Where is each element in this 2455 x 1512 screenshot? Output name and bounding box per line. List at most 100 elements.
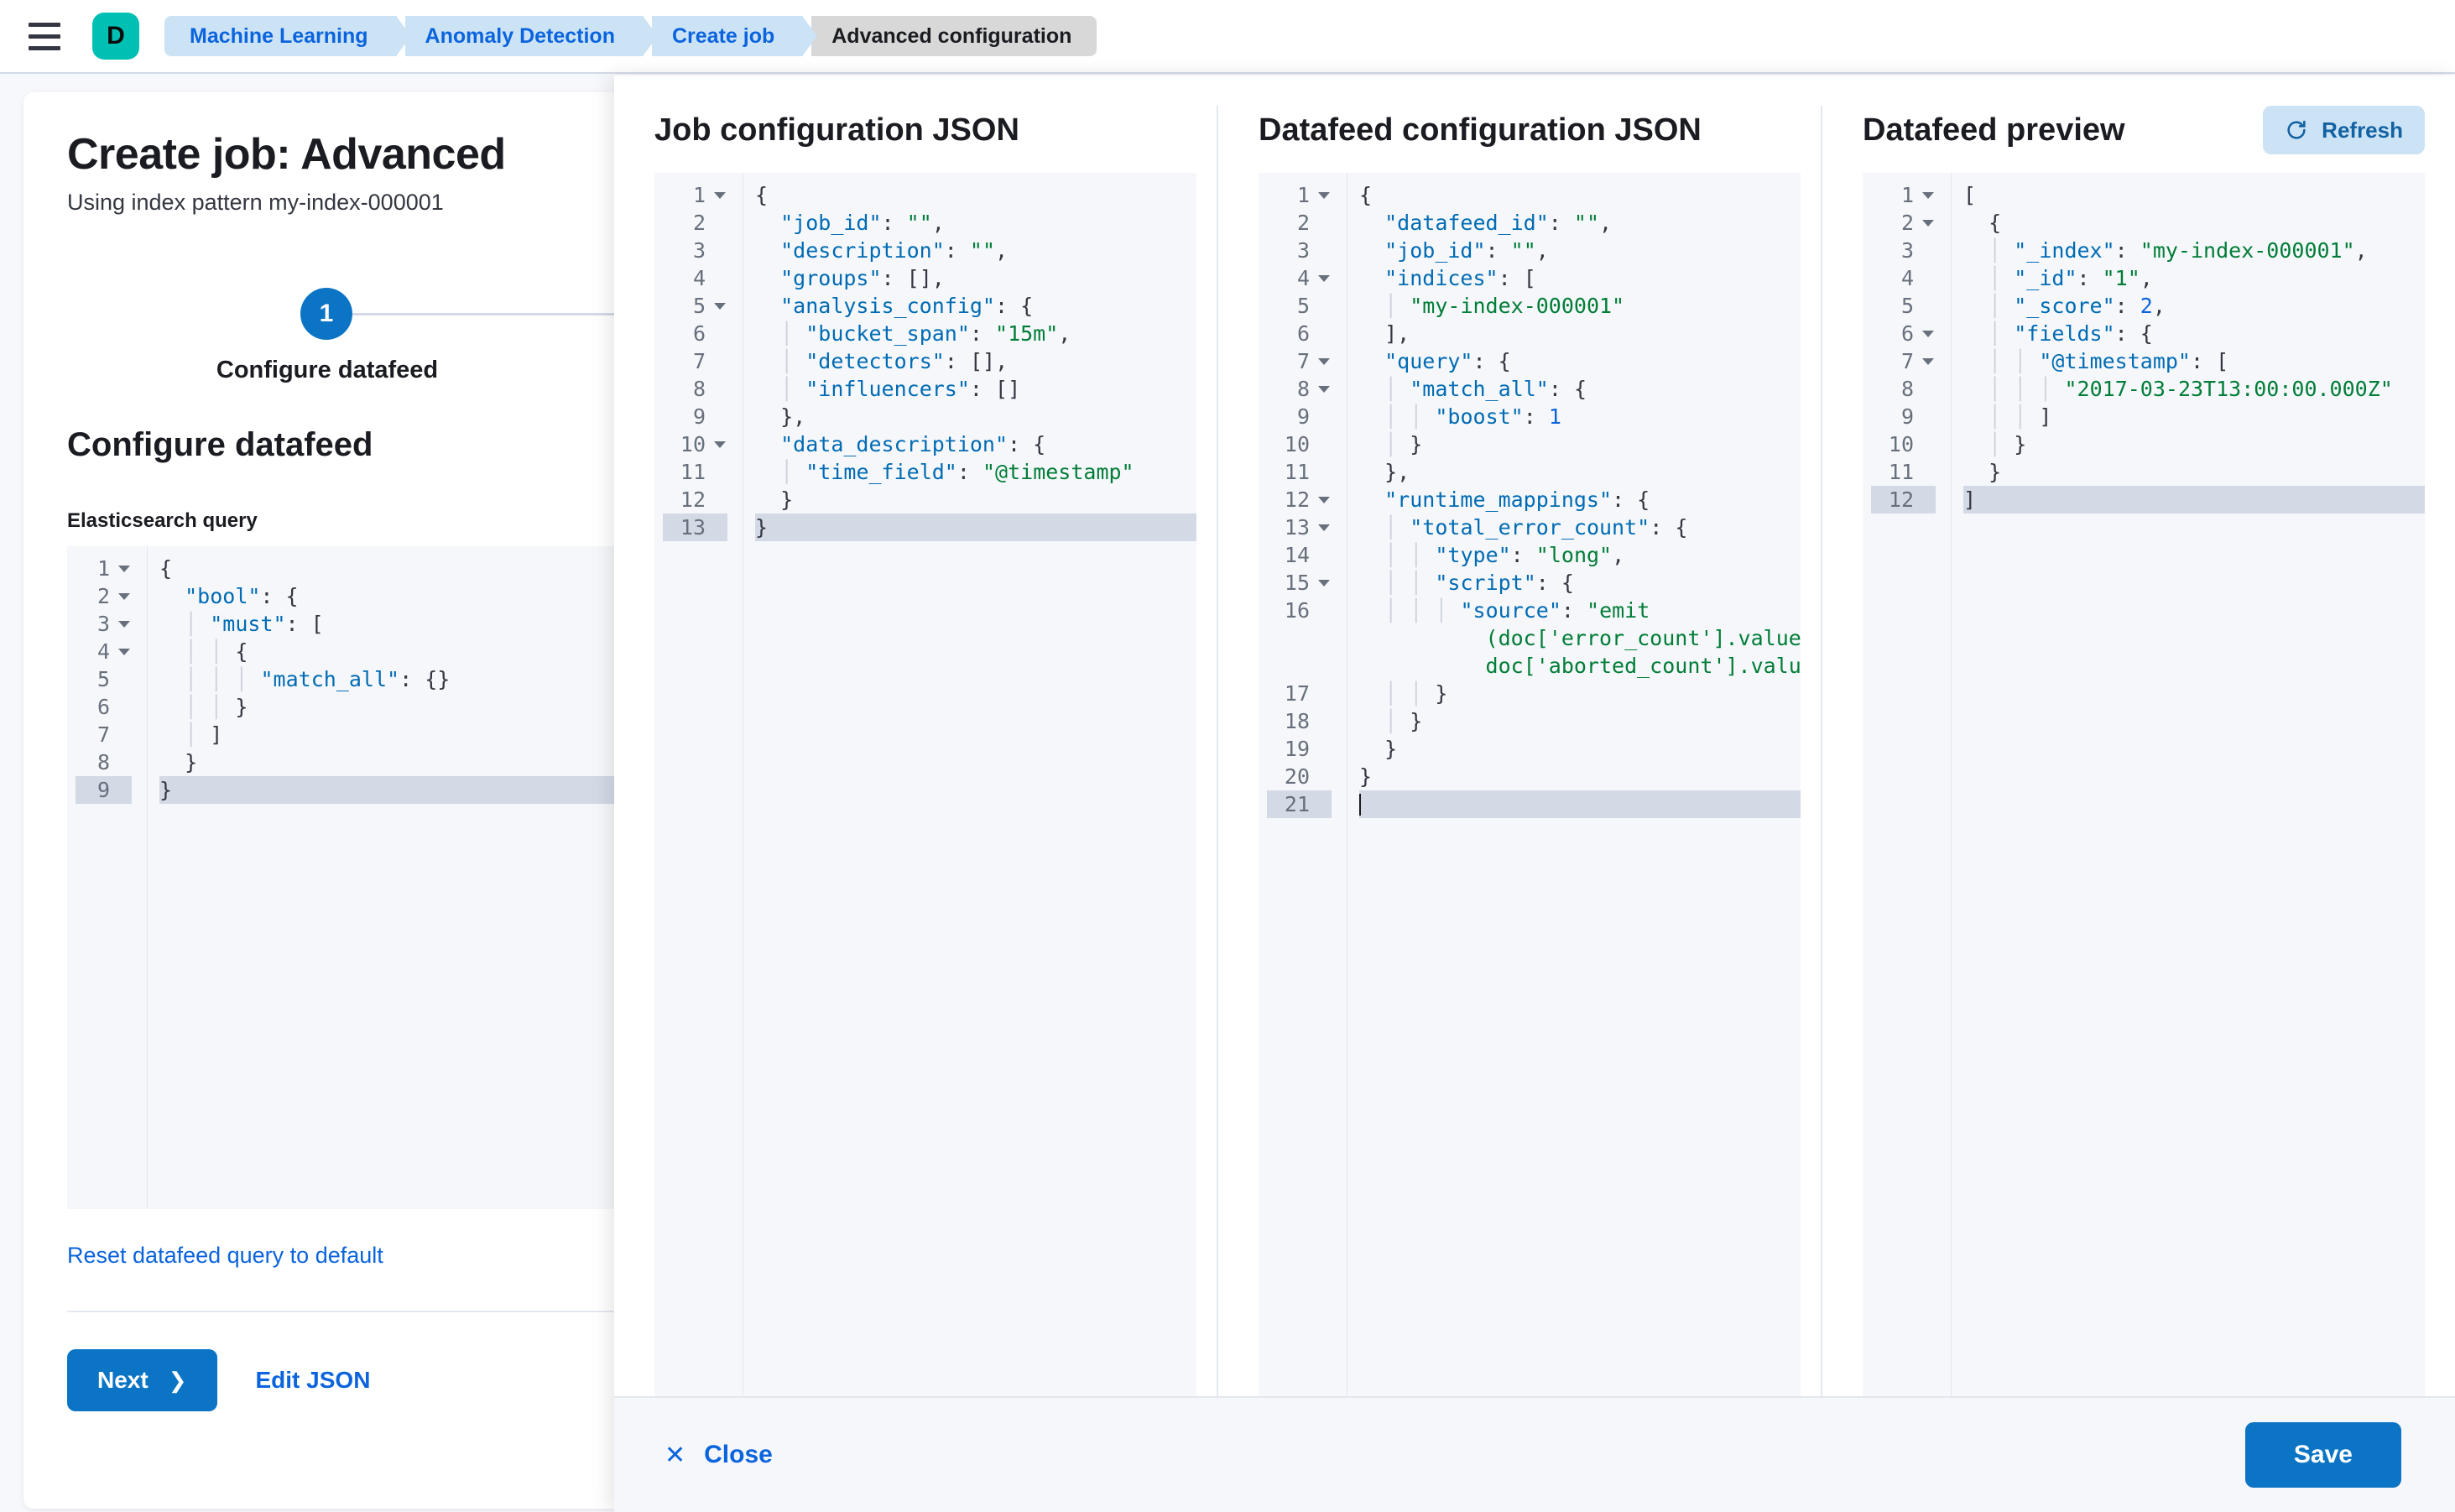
space-avatar[interactable]: D xyxy=(92,13,139,60)
line-number: 19 xyxy=(1284,737,1310,761)
fold-arrow-icon[interactable] xyxy=(1922,192,1934,199)
code-line: [ xyxy=(1963,183,1977,207)
fold-arrow-icon[interactable] xyxy=(714,441,726,448)
fold-arrow-icon[interactable] xyxy=(1318,524,1330,531)
page-title: Create job: Advanced xyxy=(67,130,506,179)
fold-arrow-icon[interactable] xyxy=(118,649,130,655)
code-line: "indices": [ xyxy=(1384,266,1536,290)
breadcrumb-item-create-job[interactable]: Create job xyxy=(651,16,818,56)
refresh-icon xyxy=(2285,118,2308,142)
editor-code[interactable]: { "datafeed_id": "", "job_id": "", "indi… xyxy=(1347,173,1801,1396)
fold-arrow-icon[interactable] xyxy=(118,593,130,600)
line-number: 7 xyxy=(96,722,110,747)
job-configuration-title: Job configuration JSON xyxy=(654,112,1019,148)
code-line-continuation: (doc['error_count'].value + xyxy=(1485,626,1801,650)
code-line: } xyxy=(159,776,651,804)
save-button[interactable]: Save xyxy=(2244,1422,2401,1488)
divider xyxy=(67,1311,651,1312)
next-button[interactable]: Next ❯ xyxy=(67,1349,217,1411)
editor-code[interactable]: { "job_id": "", "description": "", "grou… xyxy=(743,173,1196,1396)
code-line: ] xyxy=(1963,486,2425,514)
fold-arrow-icon[interactable] xyxy=(714,303,726,310)
job-configuration-header: Job configuration JSON xyxy=(654,106,1196,154)
line-number: 8 xyxy=(1267,375,1332,403)
line-number: 2 xyxy=(692,211,706,235)
code-line: │ "_index": "my-index-000001", xyxy=(1988,238,2368,263)
edit-json-button[interactable]: Edit JSON xyxy=(255,1367,371,1393)
section-title: Configure datafeed xyxy=(67,426,373,463)
code-line: │ "influencers": [] xyxy=(780,377,1021,401)
line-number: 8 xyxy=(96,750,110,774)
line-number: 14 xyxy=(1284,543,1310,567)
refresh-button[interactable]: Refresh xyxy=(2263,106,2425,154)
fold-arrow-icon[interactable] xyxy=(1318,275,1330,282)
line-number: 13 xyxy=(1267,514,1332,541)
breadcrumb-item-advanced-configuration[interactable]: Advanced configuration xyxy=(811,16,1097,56)
step-connector-line xyxy=(352,313,651,315)
fold-arrow-icon[interactable] xyxy=(118,566,130,572)
create-job-panel: Create job: Advanced Using index pattern… xyxy=(23,92,651,1509)
code-line: │ "must": [ xyxy=(185,612,324,636)
code-line: }, xyxy=(1384,460,1410,484)
fold-arrow-icon[interactable] xyxy=(1318,192,1330,199)
editor-code[interactable]: { "bool": { │ "must": [ │ │ { │ │ │ "mat… xyxy=(148,546,651,1209)
fold-arrow-icon[interactable] xyxy=(1318,386,1330,393)
refresh-button-label: Refresh xyxy=(2322,117,2403,143)
line-number: 7 xyxy=(692,349,706,373)
code-line: "job_id": "", xyxy=(1384,238,1549,263)
code-line: } xyxy=(1384,737,1398,761)
text-cursor xyxy=(1359,794,1361,816)
hamburger-icon[interactable] xyxy=(29,19,67,53)
code-line: "datafeed_id": "", xyxy=(1384,211,1613,235)
fold-arrow-icon[interactable] xyxy=(714,192,726,199)
fold-arrow-icon[interactable] xyxy=(1922,331,1934,337)
code-line: │ "match_all": { xyxy=(1384,377,1587,401)
fold-arrow-icon[interactable] xyxy=(1318,580,1330,587)
code-line: "bool": { xyxy=(185,584,299,608)
code-line: │ "bucket_span": "15m", xyxy=(780,321,1071,346)
fold-arrow-icon[interactable] xyxy=(1318,358,1330,365)
editor-code[interactable]: [ { │ "_index": "my-index-000001", │ "_i… xyxy=(1952,173,2425,1396)
breadcrumb: Machine Learning Anomaly Detection Creat… xyxy=(164,16,1097,56)
code-line: │ │ "@timestamp": [ xyxy=(1988,349,2229,373)
line-number: 10 xyxy=(1888,432,1914,456)
fold-arrow-icon[interactable] xyxy=(1318,497,1330,503)
fold-arrow-icon[interactable] xyxy=(1922,358,1934,365)
close-button[interactable]: ✕ Close xyxy=(665,1441,773,1470)
code-line: } xyxy=(780,487,794,512)
fold-arrow-icon[interactable] xyxy=(118,621,130,628)
close-icon: ✕ xyxy=(665,1441,686,1469)
line-number: 8 xyxy=(692,377,706,401)
fold-arrow-icon[interactable] xyxy=(1922,220,1934,227)
line-number: 11 xyxy=(680,460,706,484)
code-line: │ │ │ "source": "emit xyxy=(1384,598,1650,623)
breadcrumb-item-anomaly-detection[interactable]: Anomaly Detection xyxy=(404,16,659,56)
line-number: 1 xyxy=(76,555,132,582)
line-number: 12 xyxy=(1267,486,1332,514)
step-1-circle[interactable]: 1 xyxy=(300,288,352,340)
reset-datafeed-query-link[interactable]: Reset datafeed query to default xyxy=(67,1243,383,1268)
global-header: D Machine Learning Anomaly Detection Cre… xyxy=(0,0,2455,74)
step-1-label: Configure datafeed xyxy=(216,357,439,383)
line-number: 4 xyxy=(1267,264,1332,292)
line-number: 21 xyxy=(1267,790,1332,818)
code-line: } xyxy=(1988,460,2002,484)
line-number: 1 xyxy=(1267,181,1332,209)
line-number: 6 xyxy=(692,321,706,346)
line-number: 5 xyxy=(96,667,110,691)
breadcrumb-item-machine-learning[interactable]: Machine Learning xyxy=(164,16,411,56)
next-button-label: Next xyxy=(97,1367,149,1393)
line-number: 3 xyxy=(692,238,706,263)
line-number: 6 xyxy=(1871,320,1936,347)
